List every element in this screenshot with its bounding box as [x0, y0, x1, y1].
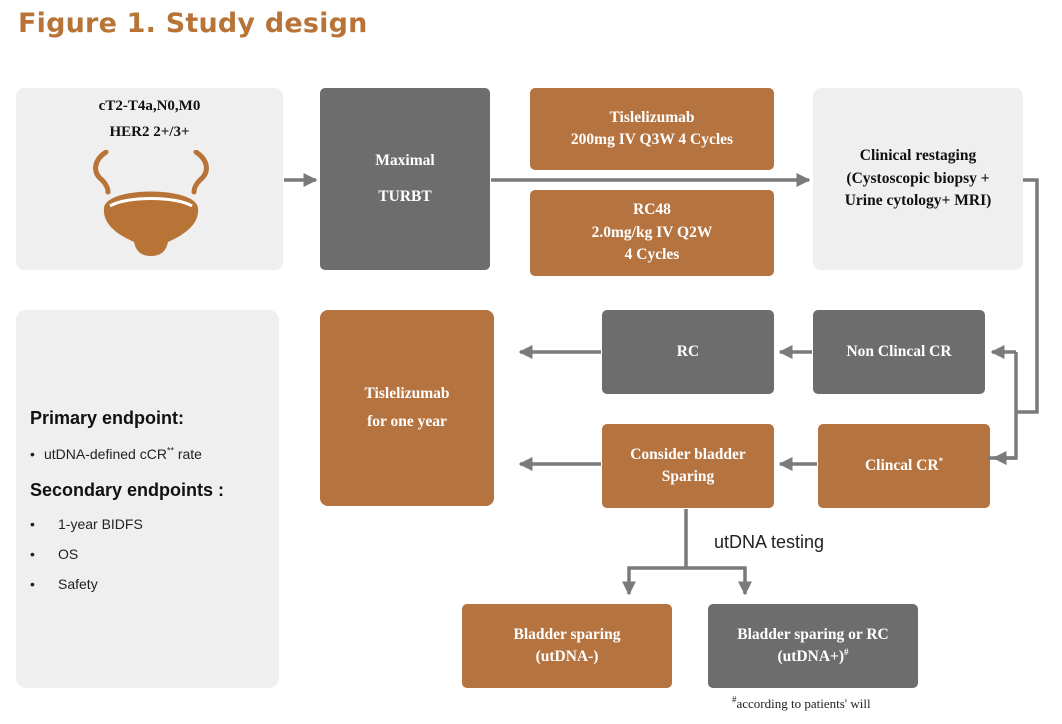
- primary-endpoint-item: • utDNA-defined cCR** rate: [30, 446, 202, 462]
- rc48-dose: 2.0mg/kg IV Q2W: [591, 223, 713, 241]
- maintenance-line-1: Tislelizumab: [364, 384, 450, 402]
- footnote-mark: #: [732, 694, 737, 705]
- clinical-cr-text: Clincal CR: [864, 456, 939, 474]
- rc48-name: RC48: [633, 201, 671, 219]
- figure-title: Figure 1. Study design: [18, 8, 368, 39]
- secondary-endpoint-text: OS: [58, 546, 79, 562]
- sparing-positive-line-1: Bladder sparing or RC: [737, 625, 889, 643]
- clinical-cr-label: Clincal CR*: [865, 455, 943, 477]
- non-clinical-cr-box: Non Clincal CR: [813, 310, 985, 394]
- rc-label: RC: [676, 342, 700, 360]
- restaging-detail-1: (Cystoscopic biopsy +: [846, 169, 990, 187]
- rc-box: RC: [602, 310, 774, 394]
- clinical-restaging-box: Clinical restaging (Cystoscopic biopsy +…: [813, 88, 1023, 270]
- bladder-sparing-positive-box: Bladder sparing or RC (utDNA+)#: [708, 604, 918, 688]
- sparing-positive-line-2: (utDNA+)#: [777, 646, 848, 668]
- turbt-line-2: TURBT: [378, 188, 432, 205]
- maximal-turbt-box: Maximal TURBT: [320, 88, 490, 270]
- tislelizumab-regimen-box: Tislelizumab 200mg IV Q3W 4 Cycles: [530, 88, 774, 170]
- sparing-negative-line-2: (utDNA-): [535, 648, 599, 665]
- restaging-detail-2: Urine cytology+ MRI): [844, 192, 992, 210]
- secondary-endpoint-item: • 1-year BIDFS: [30, 516, 143, 532]
- bullet: •: [30, 576, 35, 592]
- her2-label: HER2 2+/3+: [109, 123, 190, 140]
- tislelizumab-name: Tislelizumab: [609, 108, 695, 126]
- sparing-positive-mark: #: [844, 646, 849, 657]
- secondary-endpoint-item: • Safety: [30, 576, 98, 592]
- consider-sparing-line-2: Sparing: [661, 468, 715, 485]
- endpoints-box: Primary endpoint: • utDNA-defined cCR** r…: [16, 310, 279, 688]
- non-clinical-cr-label: Non Clincal CR: [846, 342, 952, 360]
- restaging-title: Clinical restaging: [859, 147, 977, 165]
- rc48-regimen-box: RC48 2.0mg/kg IV Q2W 4 Cycles: [530, 190, 774, 276]
- consider-sparing-line-1: Consider bladder: [630, 445, 746, 463]
- arrow-to-sparing-positive: [686, 566, 752, 596]
- clinical-cr-mark: *: [938, 455, 944, 466]
- secondary-endpoints-heading: Secondary endpoints :: [30, 480, 225, 500]
- bullet: •: [30, 446, 35, 462]
- secondary-endpoint-text: 1-year BIDFS: [58, 516, 143, 532]
- consider-bladder-sparing-box: Consider bladder Sparing: [602, 424, 774, 508]
- utdna-testing-label: utDNA testing: [714, 532, 825, 552]
- sparing-positive-text: (utDNA+): [777, 648, 845, 665]
- bullet: •: [30, 516, 35, 532]
- secondary-endpoint-text: Safety: [58, 576, 98, 592]
- primary-endpoint-text: utDNA-defined cCR: [44, 446, 167, 462]
- bullet: •: [30, 546, 35, 562]
- rc48-cycles: 4 Cycles: [624, 246, 680, 264]
- bladder-icon: [93, 150, 209, 256]
- arrow-to-non-clinical-cr: [988, 352, 1018, 460]
- bladder-sparing-negative-box: Bladder sparing (utDNA-): [462, 604, 672, 688]
- footnote: #according to patients' will: [732, 694, 871, 712]
- tislelizumab-maintenance-box: Tislelizumab for one year: [320, 310, 494, 506]
- primary-endpoint-suffix: rate: [173, 446, 202, 462]
- turbt-line-1: Maximal: [375, 151, 435, 169]
- connector-restaging-down: [1016, 178, 1039, 414]
- secondary-endpoint-item: • OS: [30, 546, 78, 562]
- tislelizumab-dose: 200mg IV Q3W 4 Cycles: [570, 131, 734, 148]
- maintenance-line-2: for one year: [367, 413, 447, 430]
- sparing-negative-line-1: Bladder sparing: [513, 625, 621, 643]
- primary-endpoint-heading: Primary endpoint:: [30, 408, 185, 428]
- arrow-to-sparing-negative: [622, 566, 686, 596]
- staging-label: cT2-T4a,N0,M0: [98, 98, 201, 114]
- patient-population-box: cT2-T4a,N0,M0 HER2 2+/3+: [16, 88, 283, 270]
- clinical-cr-box: Clincal CR*: [818, 424, 990, 508]
- footnote-text: according to patients' will: [736, 696, 871, 711]
- primary-endpoint-mark: **: [166, 445, 174, 456]
